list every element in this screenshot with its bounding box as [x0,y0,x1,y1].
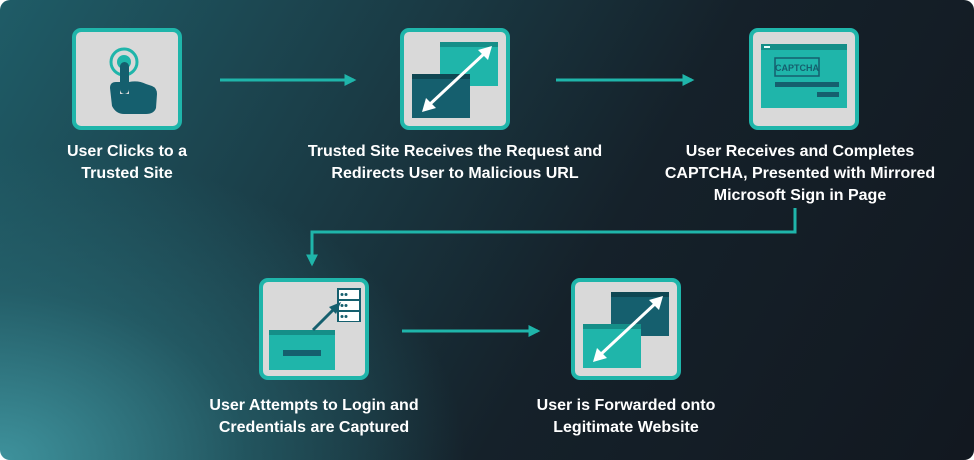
step-captcha-label: User Receives and Completes CAPTCHA, Pre… [664,143,936,204]
step-forward-label: User is Forwarded onto Legitimate Websit… [536,397,716,436]
forward-windows-icon [583,292,669,368]
step-capture-label: User Attempts to Login and Credentials a… [209,397,419,436]
arrow-3-to-4 [306,208,797,267]
redirect-windows-icon [412,42,498,118]
captcha-text: CAPTCHA [775,63,819,73]
step-redirect-label: Trusted Site Receives the Request and Re… [307,143,603,182]
step-captcha-node: CAPTCHA [749,28,859,130]
step-click-node [72,28,182,130]
credential-capture-icon [269,288,361,370]
hand-click-icon [109,47,157,114]
captcha-page-icon: CAPTCHA [761,44,847,108]
step-redirect-node [400,28,510,130]
step-forward-node [571,278,681,380]
step-capture-node [259,278,369,380]
step-click-label: User Clicks to a Trusted Site [66,143,188,182]
